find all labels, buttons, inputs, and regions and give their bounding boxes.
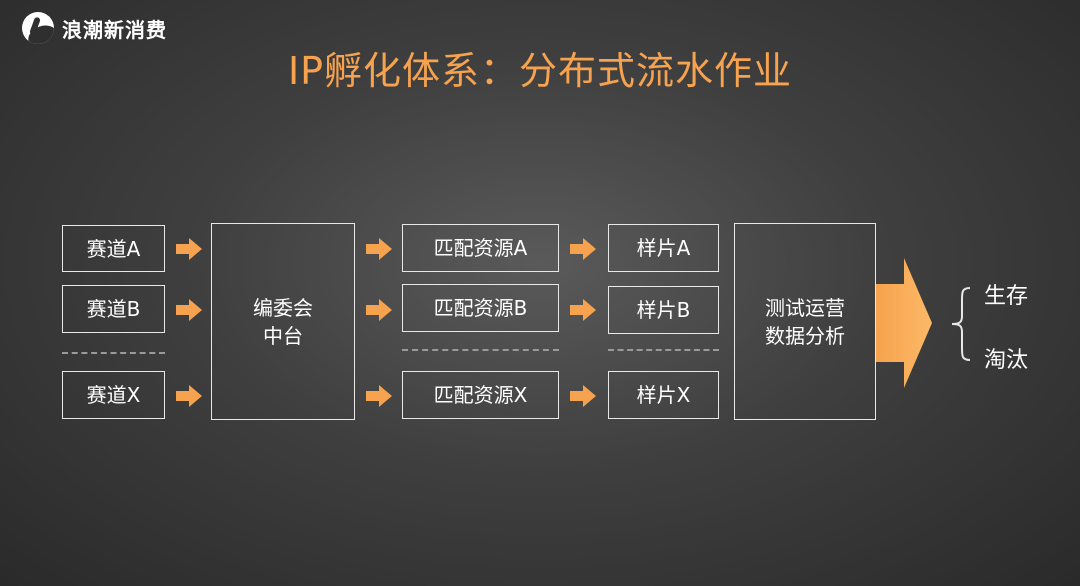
sample-box-a: 样片A <box>608 224 719 272</box>
arrow-right-icon <box>366 385 392 407</box>
outcome-eliminate: 淘汰 <box>984 348 1029 373</box>
analysis-box: 测试运营 数据分析 <box>734 223 876 420</box>
curly-brace-icon <box>951 287 971 361</box>
hub-line2: 中台 <box>263 323 303 348</box>
resource-box-a: 匹配资源A <box>402 224 559 272</box>
big-arrow-right-icon <box>876 258 932 388</box>
resource-box-b: 匹配资源B <box>402 284 559 332</box>
arrow-right-icon <box>176 385 202 407</box>
arrow-right-icon <box>366 238 392 260</box>
track-box-a: 赛道A <box>62 225 165 272</box>
analysis-line2: 数据分析 <box>765 323 845 348</box>
resource-ellipsis-divider <box>402 349 559 351</box>
arrow-right-icon <box>366 299 392 321</box>
resource-box-x: 匹配资源X <box>402 371 559 419</box>
hub-box: 编委会 中台 <box>211 223 355 420</box>
track-box-x: 赛道X <box>62 371 165 419</box>
brand-logo: 浪潮新消费 <box>22 12 167 44</box>
arrow-right-icon <box>176 299 202 321</box>
analysis-line1: 测试运营 <box>765 295 845 320</box>
sample-ellipsis-divider <box>608 349 719 351</box>
sample-box-b: 样片B <box>608 286 719 334</box>
outcome-survive: 生存 <box>984 284 1029 309</box>
sample-box-x: 样片X <box>608 371 719 419</box>
wave-logo-icon <box>22 12 54 44</box>
track-ellipsis-divider <box>62 352 165 354</box>
arrow-right-icon <box>570 385 596 407</box>
brand-name: 浪潮新消费 <box>62 17 167 42</box>
track-box-b: 赛道B <box>62 285 165 333</box>
hub-line1: 编委会 <box>253 295 313 320</box>
arrow-right-icon <box>570 238 596 260</box>
arrow-right-icon <box>570 299 596 321</box>
slide-title: IP孵化体系：分布式流水作业 <box>287 49 793 93</box>
arrow-right-icon <box>176 238 202 260</box>
